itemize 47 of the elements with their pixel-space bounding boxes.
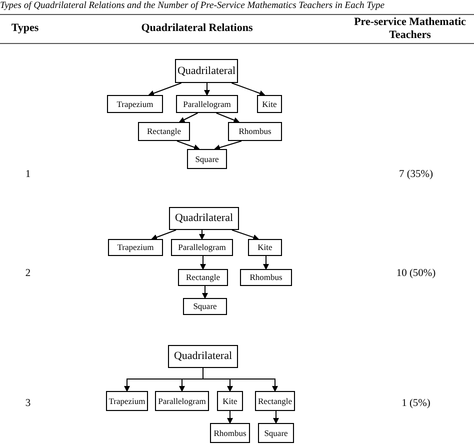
shape-box: Square <box>258 423 294 443</box>
column-header: Quadrilateral Relations <box>141 22 253 35</box>
shape-box: Quadrilateral <box>168 345 238 368</box>
arrow <box>202 368 278 392</box>
shape-box: Trapezium <box>108 239 163 256</box>
arrow <box>204 82 210 96</box>
arrow <box>227 410 233 424</box>
table-title: Types of Quadrilateral Relations and the Number of Pre-Service Mathematics Teachers in Each Type <box>0 0 384 12</box>
arrow <box>148 82 182 96</box>
table-cell: 2 <box>25 267 31 280</box>
arrow <box>178 112 198 122</box>
arrow <box>232 230 260 240</box>
shape-box: Parallelogram <box>176 95 238 113</box>
shape-box: Parallelogram <box>171 239 233 256</box>
shape-box: Kite <box>257 95 282 113</box>
arrow <box>199 230 205 240</box>
shape-box: Rhombus <box>240 269 292 286</box>
shape-box: Quadrilateral <box>175 59 238 83</box>
table-cell: 1 (5%) <box>402 397 430 410</box>
arrow <box>216 112 240 123</box>
shape-box: Rhombus <box>228 122 282 141</box>
shape-box: Parallelogram <box>155 391 209 411</box>
shape-box: Rectangle <box>138 122 190 141</box>
shape-box: Rectangle <box>178 269 228 286</box>
shape-box: Rectangle <box>255 391 295 411</box>
arrow <box>231 82 266 96</box>
table-cell: 1 <box>25 168 31 181</box>
shape-box: Kite <box>217 391 243 411</box>
shape-box: Square <box>187 149 227 169</box>
column-header: Pre-service Mathematic Teachers <box>353 16 467 42</box>
shape-box: Quadrilateral <box>169 207 239 230</box>
arrow <box>273 410 279 424</box>
column-header: Types <box>11 22 39 35</box>
table-cell: 3 <box>25 397 31 410</box>
shape-box: Trapezium <box>106 391 148 411</box>
arrow <box>200 256 206 270</box>
shape-box: Rhombus <box>210 423 250 443</box>
arrow <box>263 256 269 270</box>
shape-box: Trapezium <box>107 95 163 113</box>
shape-box: Kite <box>248 239 282 256</box>
arrow <box>176 140 200 150</box>
arrow <box>151 230 176 240</box>
table-cell: 10 (50%) <box>396 267 436 280</box>
arrow <box>214 140 242 150</box>
shape-box: Square <box>183 298 227 315</box>
arrow <box>202 286 208 299</box>
table-cell: 7 (35%) <box>398 168 434 181</box>
